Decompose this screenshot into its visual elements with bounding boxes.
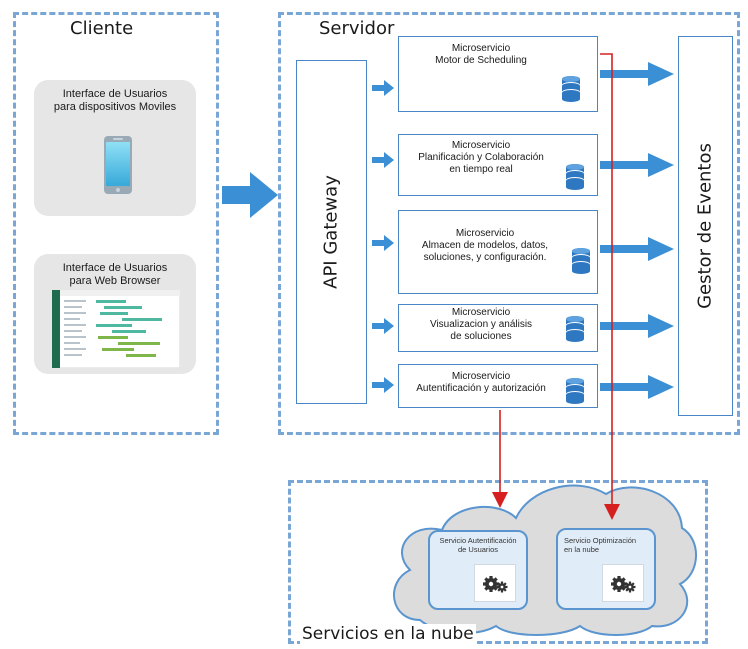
optimization-gear-tile (602, 564, 644, 602)
server-region (278, 12, 740, 435)
cloud-region (288, 480, 708, 644)
client-region (13, 12, 219, 435)
event-manager-label: Gestor de Eventos (694, 143, 716, 309)
optimization-cloud-service-label: Servicio Optimización en la nube (564, 536, 637, 554)
cloud-title: Servicios en la nube (300, 624, 476, 644)
auth-cloud-service: Servicio Autentificación de Usuarios (428, 530, 528, 610)
microservice-auth: Microservicio Autentificación y autoriza… (398, 364, 598, 408)
microservice-scheduling: Microservicio Motor de Scheduling (398, 36, 598, 112)
gear-icon (611, 576, 636, 593)
microservice-planning-label: Microservicio Planificación y Colaboraci… (418, 140, 544, 175)
gear-icon (483, 576, 508, 593)
microservice-planning: Microservicio Planificación y Colaboraci… (398, 134, 598, 196)
auth-gear-tile (474, 564, 516, 602)
phone-icon (104, 136, 132, 194)
api-gateway-label: API Gateway (320, 175, 342, 289)
event-manager-box (678, 36, 733, 416)
client-to-gateway-arrow (222, 172, 278, 218)
auth-cloud-service-label: Servicio Autentificación de Usuarios (439, 536, 517, 554)
microservice-auth-label: Microservicio Autentificación y autoriza… (416, 371, 546, 394)
optimization-cloud-service: Servicio Optimización en la nube (556, 528, 656, 610)
client-title: Cliente (70, 18, 134, 39)
mobile-ui-label: Interface de Usuarios para dispositivos … (53, 88, 177, 113)
web-ui-card: Interface de Usuarios para Web Browser (34, 254, 196, 374)
web-ui-label: Interface de Usuarios para Web Browser (62, 262, 168, 287)
microservice-storage: Microservicio Almacen de modelos, datos,… (398, 210, 598, 294)
gantt-screenshot-icon (52, 290, 180, 368)
server-title: Servidor (316, 18, 398, 39)
microservice-storage-label: Microservicio Almacen de modelos, datos,… (421, 228, 549, 263)
api-gateway-box (296, 60, 367, 404)
microservice-visualization: Microservicio Visualizacion y análisis d… (398, 304, 598, 352)
microservice-visualization-label: Microservicio Visualizacion y análisis d… (429, 307, 533, 342)
microservice-scheduling-label: Microservicio Motor de Scheduling (435, 43, 527, 66)
mobile-ui-card: Interface de Usuarios para dispositivos … (34, 80, 196, 216)
